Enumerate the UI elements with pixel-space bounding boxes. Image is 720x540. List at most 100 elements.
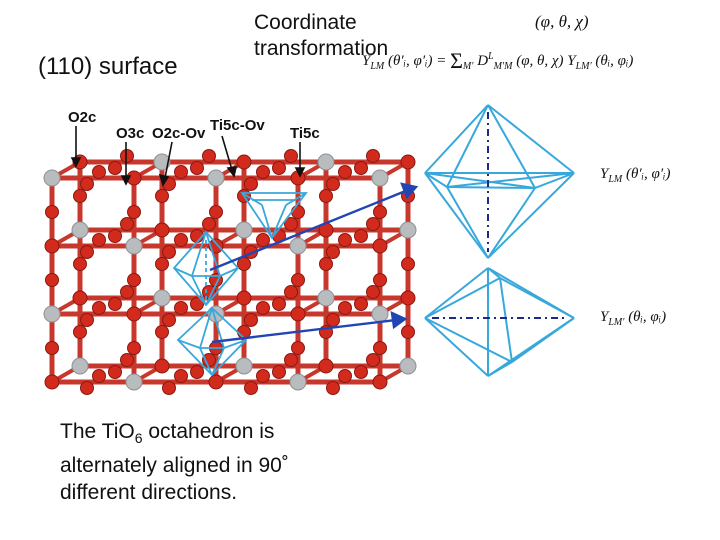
oxygen-atom: [272, 297, 286, 311]
formula-rhs-sup: L: [488, 51, 494, 62]
oxygen-atom: [366, 285, 380, 299]
oxygen-atom: [44, 238, 60, 254]
oxygen-atom: [73, 257, 87, 271]
titanium-atom: [371, 305, 389, 323]
oxygen-atom: [338, 301, 352, 315]
oxygen-atom: [354, 297, 368, 311]
arrow-o2c-ov: [164, 141, 173, 179]
formula-sum-sub: M′: [462, 61, 474, 72]
oxygen-atom: [354, 365, 368, 379]
oxygen-atom: [73, 189, 87, 203]
ylm-primed-args: (θ′ᵢ, φ′ᵢ): [622, 166, 671, 182]
oxygen-atom: [366, 217, 380, 231]
oxygen-atom: [162, 245, 176, 259]
formula-rhs-y-sub: LM′: [575, 61, 592, 72]
oxygen-atom: [284, 285, 298, 299]
oxygen-atom: [400, 290, 416, 306]
oxygen-atom: [202, 149, 216, 163]
oxygen-atom: [373, 205, 387, 219]
titanium-atom: [399, 357, 417, 375]
oxygen-atom: [366, 353, 380, 367]
oxygen-atom: [174, 233, 188, 247]
ylm-primed-sub: LM: [608, 174, 623, 185]
oxygen-atom: [338, 165, 352, 179]
oxygen-atom: [190, 161, 204, 175]
oxygen-atom: [127, 205, 141, 219]
oxygen-atom: [401, 325, 415, 339]
label-ti5c: Ti5c: [290, 125, 320, 142]
oxygen-atom: [291, 205, 305, 219]
oxygen-atom: [80, 245, 94, 259]
oxygen-atom: [44, 374, 60, 390]
oxygen-atom: [92, 233, 106, 247]
titanium-atom: [125, 237, 143, 255]
arrowhead-o2c-ov: [158, 173, 170, 187]
oxygen-atom: [244, 313, 258, 327]
oxygen-atom: [127, 273, 141, 287]
oxygen-atom: [45, 273, 59, 287]
oxygen-atom: [174, 301, 188, 315]
arrowhead-ti5c-ov: [226, 166, 238, 178]
arrowhead-o2c: [70, 157, 82, 168]
oxygen-atom: [236, 290, 252, 306]
oxygen-atom: [73, 325, 87, 339]
oxygen-atom: [284, 149, 298, 163]
formula-sum: Σ: [450, 48, 463, 73]
oxygen-atom: [45, 205, 59, 219]
titanium-atom: [235, 357, 253, 375]
ylm-unprimed-args: (θᵢ, φᵢ): [624, 309, 667, 325]
titanium-atom: [43, 305, 61, 323]
titanium-atom: [399, 221, 417, 239]
formula-rhs: D: [473, 53, 489, 69]
atom-labels: O2c O3c O2c-Ov Ti5c-Ov Ti5c: [68, 109, 320, 142]
oxygen-atom: [338, 233, 352, 247]
oxygen-atom: [401, 257, 415, 271]
oxygen-atom: [256, 301, 270, 315]
oxygen-atom: [154, 222, 170, 238]
oxygen-atom: [291, 273, 305, 287]
oxygen-atom: [318, 358, 334, 374]
titanium-atom: [235, 221, 253, 239]
surface-title: (110) surface: [38, 53, 178, 80]
oxygen-atom: [373, 273, 387, 287]
caption-sub: 6: [134, 430, 143, 447]
oxygen-atom: [372, 374, 388, 390]
formula-rhs-y-args: (θᵢ, φᵢ): [591, 53, 634, 69]
oxygen-atom: [155, 257, 169, 271]
oxygen-atom: [92, 165, 106, 179]
caption-pre: The TiO: [60, 420, 135, 443]
formula-rhs-args: (φ, θ, χ) Y: [512, 53, 576, 69]
oxygen-atom: [244, 381, 258, 395]
octahedron-horizontal: [424, 267, 575, 377]
arrowhead-o3c: [120, 175, 132, 186]
oxygen-atom: [120, 285, 134, 299]
arrow-to-top-octahedron: [209, 188, 409, 272]
transformation-formula: YLM (θ′ᵢ, φ′ᵢ) = ΣM′ DLM′M (φ, θ, χ) YLM…: [362, 48, 633, 74]
coordinate-title-line1: Coordinate: [254, 11, 357, 34]
oxygen-atom: [372, 238, 388, 254]
oxygen-atom: [366, 149, 380, 163]
formula-lhs-args: (θ′ᵢ, φ′ᵢ) =: [384, 53, 451, 69]
oxygen-atom: [256, 369, 270, 383]
titanium-atom: [371, 169, 389, 187]
titanium-atom: [153, 289, 171, 307]
oxygen-atom: [209, 205, 223, 219]
oxygen-atom: [108, 161, 122, 175]
titanium-atom: [153, 153, 171, 171]
lattice-octahedra: [172, 192, 308, 377]
oxygen-atom: [154, 358, 170, 374]
oxygen-atom: [284, 217, 298, 231]
oxygen-atom: [108, 365, 122, 379]
oxygen-atom: [174, 369, 188, 383]
euler-angles: (φ, θ, χ): [535, 12, 589, 31]
arrowhead-ti5c: [294, 167, 306, 178]
oxygen-atom: [326, 245, 340, 259]
oxygen-atom: [80, 177, 94, 191]
oxygen-atom: [72, 290, 88, 306]
oxygen-atom: [354, 229, 368, 243]
oxygen-atom: [92, 369, 106, 383]
titanium-atom: [71, 221, 89, 239]
oxygen-atom: [120, 217, 134, 231]
formula-lhs-sub: LM: [370, 61, 385, 72]
